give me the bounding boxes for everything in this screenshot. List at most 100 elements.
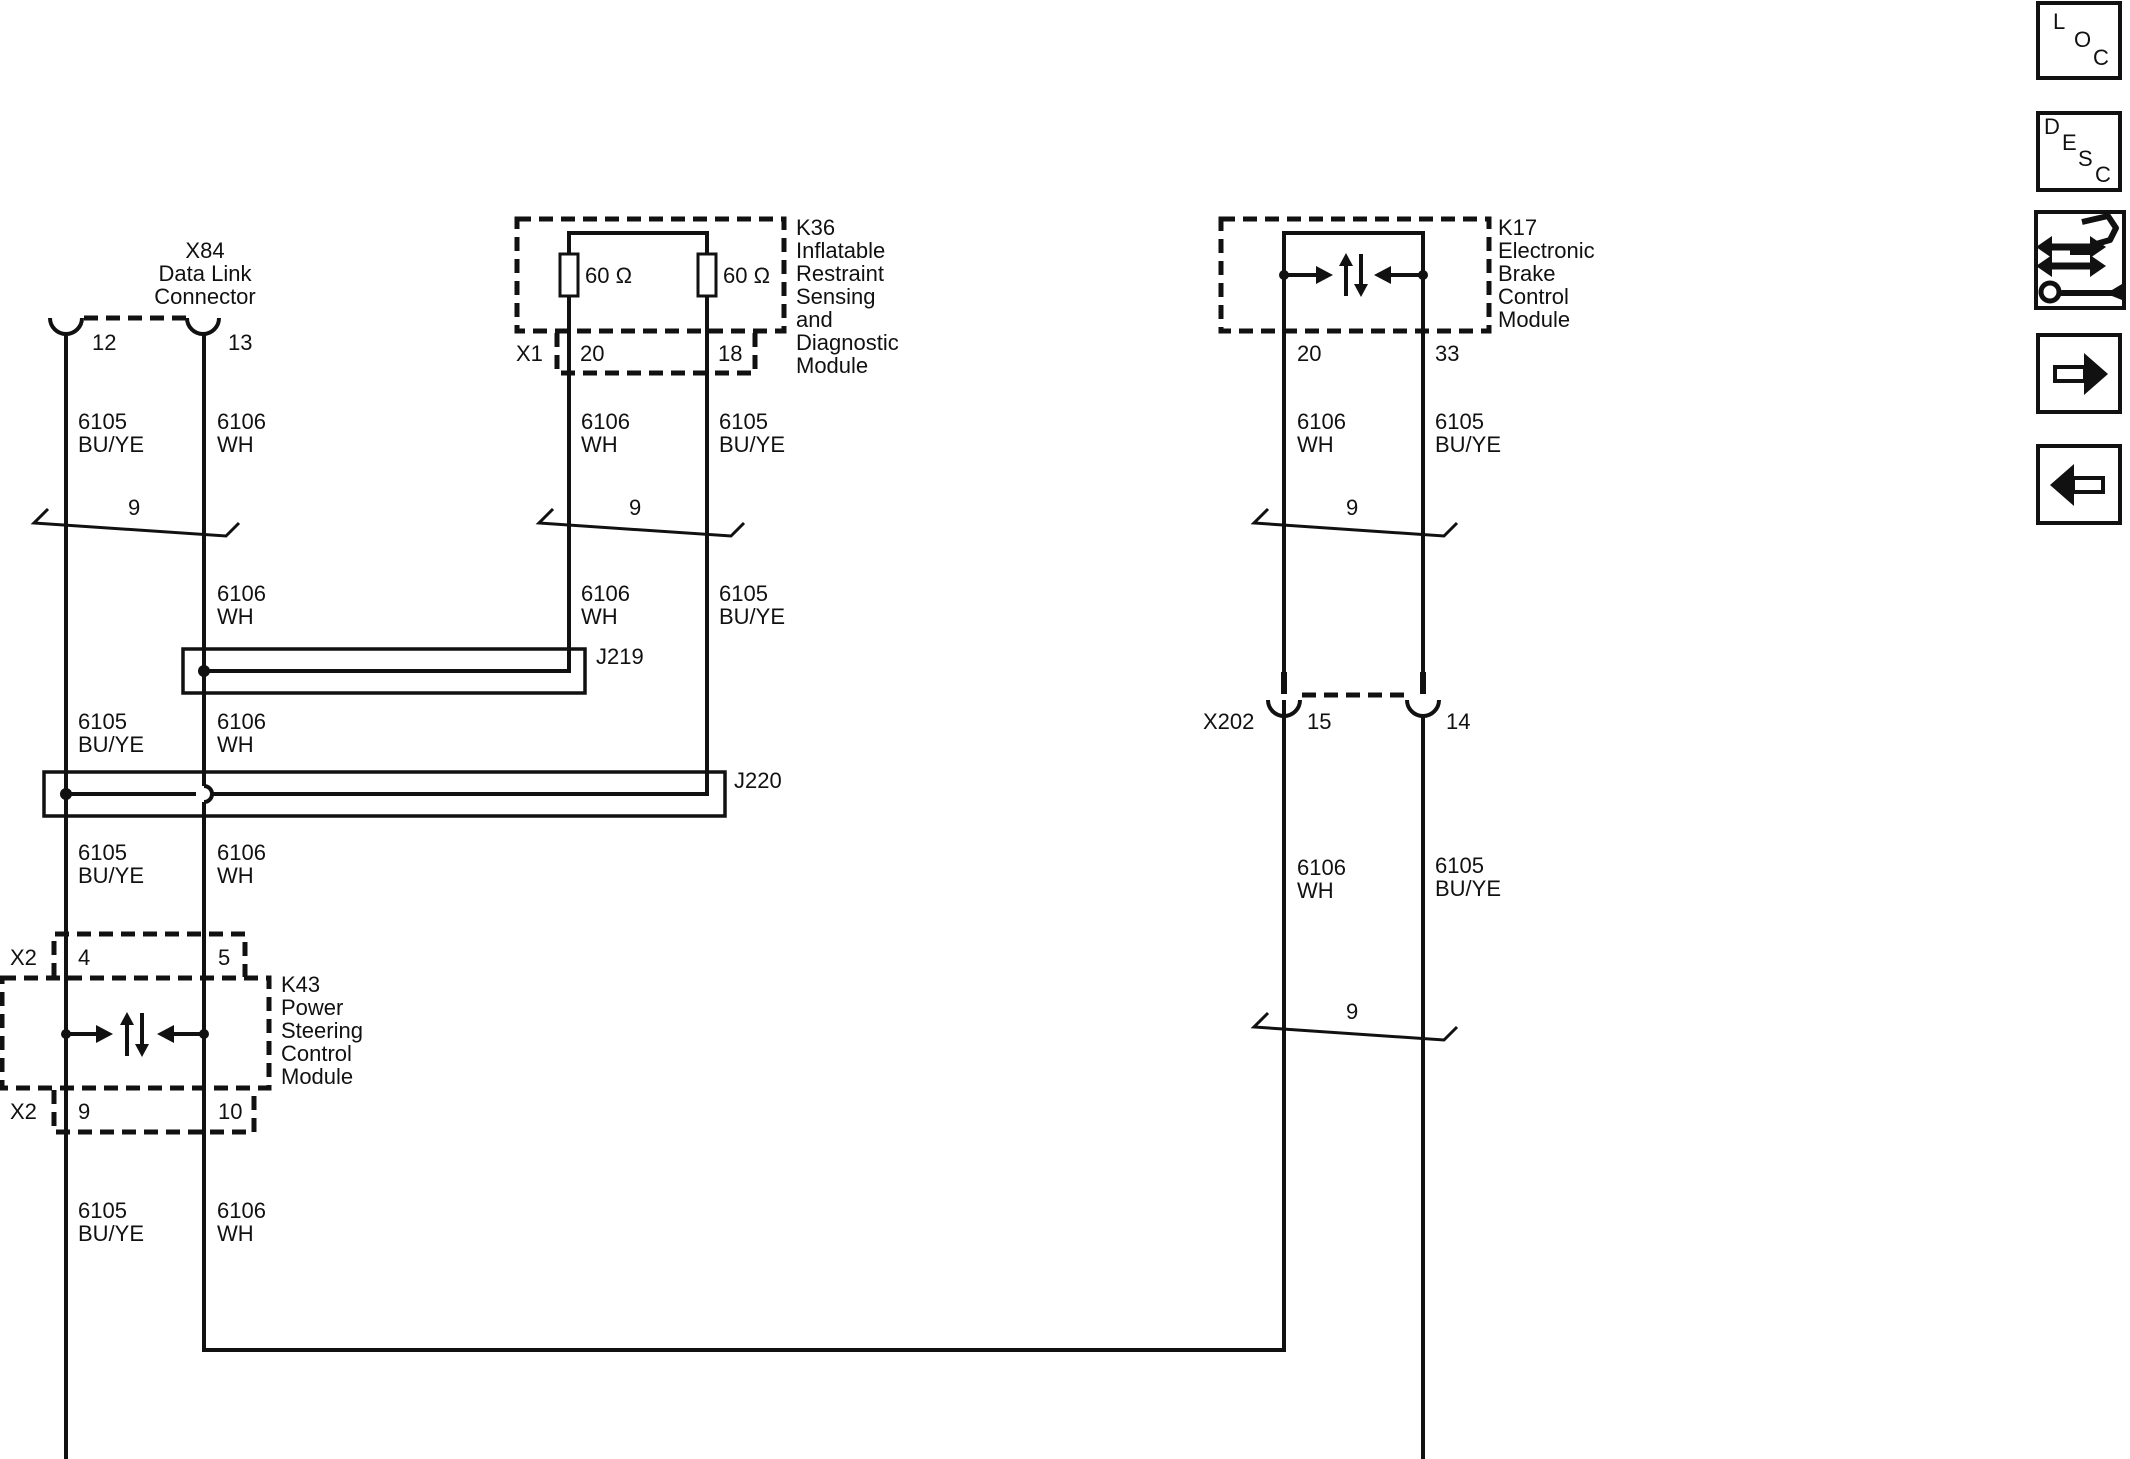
x2-bottom-id: X2 — [10, 1099, 37, 1124]
k36-name-line2: Restraint — [796, 261, 884, 286]
desc-letter-d: D — [2044, 114, 2060, 139]
k36-module: 60 Ω 60 Ω K36 Inflatable Restraint Sensi… — [514, 215, 899, 378]
k43-comm-down-head — [135, 1044, 149, 1057]
wire-6106-crossover — [203, 784, 214, 804]
twist-marker-k36: 9 — [535, 495, 746, 538]
twisted-pair-markers: 9 9 9 9 — [30, 495, 1459, 1042]
twist-count-k17: 9 — [1346, 495, 1358, 520]
x2-pin-5-label: 5 — [218, 945, 230, 970]
k43-module-outline — [0, 975, 272, 1091]
twist-line-k36 — [535, 507, 746, 538]
x2-top-id: X2 — [10, 945, 37, 970]
twist-line-x202 — [1250, 1011, 1459, 1042]
nav-panel: L O C D E S C — [2034, 1, 2126, 525]
k36-name-line3: Sensing — [796, 284, 876, 309]
j220-bus-right — [212, 773, 709, 796]
label-k36-6105-b-num: 6105 — [719, 581, 768, 606]
label-6105-c-num: 6105 — [78, 840, 127, 865]
loc-button[interactable]: L O C — [2036, 1, 2122, 80]
x202-pin-14-label: 14 — [1446, 709, 1470, 734]
j220-splice: J220 — [42, 768, 782, 818]
label-6106-c-num: 6106 — [217, 709, 266, 734]
j219-id: J219 — [596, 644, 644, 669]
twist-line-k17 — [1250, 507, 1459, 538]
desc-letter-e: E — [2062, 130, 2077, 155]
twist-count-x202: 9 — [1346, 999, 1358, 1024]
label-k36-6105-a-num: 6105 — [719, 409, 768, 434]
k43-name-line1: Power — [281, 995, 343, 1020]
label-x202-6106-num: 6106 — [1297, 855, 1346, 880]
label-x202-6106-color: WH — [1297, 878, 1334, 903]
arrow-left-head — [2050, 464, 2074, 506]
k17-pin-20-label: 20 — [1297, 341, 1321, 366]
twist-count-x84: 9 — [128, 495, 140, 520]
twist-count-k36: 9 — [629, 495, 641, 520]
label-6106-d-num: 6106 — [217, 840, 266, 865]
k43-left-arrow-head — [96, 1025, 113, 1043]
label-6106-b-num: 6106 — [217, 581, 266, 606]
k36-name-line4: and — [796, 307, 833, 332]
forward-button[interactable] — [2036, 333, 2122, 414]
x202-pin-14-cup — [1405, 699, 1441, 718]
label-k36-6106-b-num: 6106 — [581, 581, 630, 606]
arrow-left-shaft — [2071, 476, 2105, 494]
label-k17-6106-a-color: WH — [1297, 432, 1334, 457]
twist-marker-x84: 9 — [30, 495, 241, 538]
k43-comm-up-head — [120, 1012, 134, 1025]
x1-connector: X1 20 18 — [516, 333, 758, 376]
wrench-arrows-icon[interactable] — [2034, 210, 2126, 310]
label-k36-6106-a-color: WH — [581, 432, 618, 457]
x2-pin-4-label: 4 — [78, 945, 90, 970]
k17-name-line2: Brake — [1498, 261, 1555, 286]
k36-resistor-right-value: 60 Ω — [723, 263, 770, 288]
label-6106-c-color: WH — [217, 732, 254, 757]
k17-right-arrow-head — [1374, 266, 1391, 284]
loc-letter-l: L — [2053, 9, 2065, 34]
label-6105-b-color: BU/YE — [78, 732, 144, 757]
x2-pin-10-label: 10 — [218, 1099, 242, 1124]
x84-pin-13-cup — [185, 317, 221, 336]
j220-junction-dot — [60, 788, 72, 800]
k17-left-arrow-head — [1316, 266, 1333, 284]
j220-id: J220 — [734, 768, 782, 793]
k36-resistor-left — [558, 252, 580, 298]
loc-letter-c: C — [2093, 45, 2109, 70]
j220-splice-box — [42, 770, 727, 818]
x1-pin-20-label: 20 — [580, 341, 604, 366]
k17-name-line4: Module — [1498, 307, 1570, 332]
k17-module-outline — [1218, 216, 1492, 334]
k36-id: K36 — [796, 215, 835, 240]
j219-bus — [204, 650, 571, 673]
k36-internal-bus — [567, 231, 709, 254]
k43-name-line4: Module — [281, 1064, 353, 1089]
wrench-shape — [2044, 284, 2122, 300]
k17-pin-33-label: 33 — [1435, 341, 1459, 366]
k17-node-left — [1279, 270, 1289, 280]
x202-pin-14-terminal — [1420, 672, 1426, 694]
back-button[interactable] — [2036, 444, 2122, 525]
k43-right-arrow-head — [157, 1025, 174, 1043]
j219-junction-dot — [198, 665, 210, 677]
x84-pin-13-label: 13 — [228, 330, 252, 355]
x202-id: X202 — [1203, 709, 1254, 734]
k17-comm-up-head — [1339, 253, 1353, 266]
j219-splice-box — [181, 647, 587, 695]
label-k36-6105-a-color: BU/YE — [719, 432, 785, 457]
k36-name-line5: Diagnostic — [796, 330, 899, 355]
x84-name-line2: Connector — [154, 284, 256, 309]
x84-pin-12-label: 12 — [92, 330, 116, 355]
desc-button-frame — [2036, 111, 2122, 192]
x1-connector-outline — [554, 333, 758, 376]
k17-node-right — [1418, 270, 1428, 280]
label-x202-6105-num: 6105 — [1435, 853, 1484, 878]
wire-6106-to-x202 — [202, 700, 1286, 1352]
label-6106-b-color: WH — [217, 604, 254, 629]
k17-id: K17 — [1498, 215, 1537, 240]
k36-module-outline — [514, 216, 787, 334]
twist-line-x84 — [30, 507, 241, 538]
label-k36-6105-b-color: BU/YE — [719, 604, 785, 629]
desc-button[interactable]: D E S C — [2036, 111, 2122, 192]
k17-internal-bus — [1282, 231, 1425, 331]
x202-pin-15-label: 15 — [1307, 709, 1331, 734]
label-6105-a-num: 6105 — [78, 409, 127, 434]
